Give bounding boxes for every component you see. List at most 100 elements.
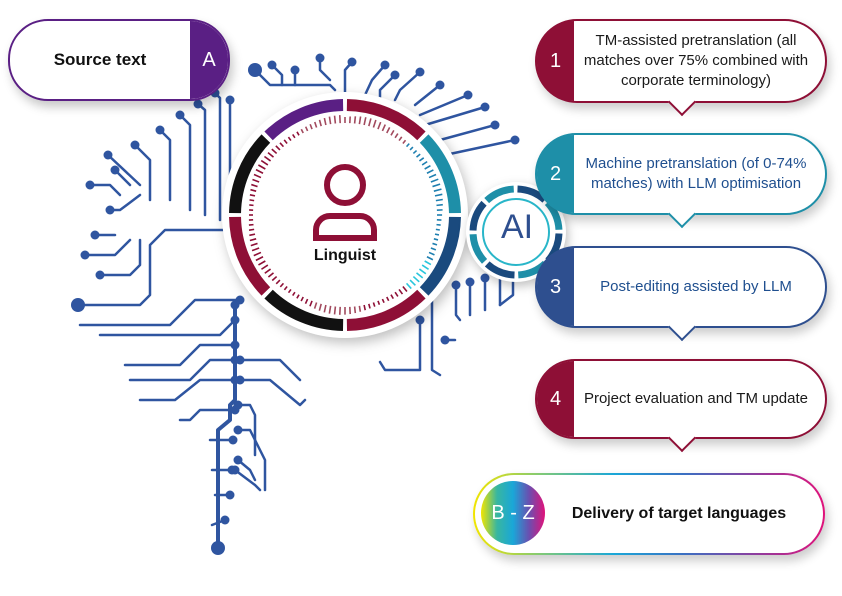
circuit-node: [415, 315, 425, 325]
circuit-node: [110, 165, 120, 175]
circuit-node: [233, 455, 243, 465]
hub-tick: [358, 116, 362, 125]
circuit-node: [490, 120, 500, 130]
hub-tick: [300, 128, 304, 134]
hub-tick: [313, 302, 318, 309]
circuit-node: [225, 490, 235, 500]
hub-tick: [249, 238, 257, 242]
hub-tick: [435, 198, 443, 202]
hub-tick: [430, 247, 437, 251]
circuit-node: [415, 67, 425, 77]
hub-tick: [426, 169, 434, 174]
ai-ring-segment: [469, 233, 488, 264]
hub-tick: [255, 168, 264, 174]
hub-tick: [309, 300, 313, 307]
circuit-node: [230, 465, 240, 475]
hub-tick: [363, 117, 367, 126]
circuit-node: [225, 95, 235, 105]
hub-tick: [304, 126, 309, 132]
circuit-node: [235, 295, 245, 305]
hub-tick: [252, 178, 260, 183]
ai-inner-ring: [482, 198, 550, 266]
circuit-node: [155, 125, 165, 135]
circuit-node: [175, 110, 185, 120]
hub-tick: [390, 130, 395, 136]
hub-tick: [255, 256, 264, 262]
hub-tick: [249, 194, 256, 197]
hub-ring-segment: [229, 134, 271, 214]
hub-tick: [430, 178, 439, 183]
hub-tick: [409, 146, 414, 151]
step-1-box: 1 TM-assisted pretranslation (all matche…: [535, 19, 827, 117]
hub-tick: [250, 188, 257, 192]
circuit-node: [435, 80, 445, 90]
circuit-trace: [454, 283, 462, 322]
hub-tick: [381, 124, 386, 132]
circuit-node: [465, 277, 475, 287]
circuit-node: [480, 273, 490, 283]
hub-tick: [424, 260, 432, 266]
circuit-trace: [430, 293, 442, 377]
hub-tick: [328, 305, 332, 314]
hub-tick: [353, 116, 357, 124]
source-text-box: Source text A: [8, 19, 230, 101]
circuit-trace: [98, 238, 142, 277]
ai-ring-segment: [484, 185, 515, 204]
hub-tick: [314, 121, 318, 128]
hub-tick: [394, 133, 399, 139]
circuit-trace: [178, 113, 192, 212]
hub-tick: [435, 228, 440, 231]
hub-outer-ring: [229, 99, 461, 331]
circuit-node: [235, 375, 245, 385]
hub-tick: [258, 260, 266, 266]
hub-tick: [283, 139, 288, 145]
hub-tick: [428, 173, 437, 179]
hub-tick: [381, 298, 385, 304]
circuit-trace: [76, 228, 232, 307]
circuit-node: [510, 135, 520, 145]
circuit-trace: [78, 298, 242, 327]
circuit-trace: [158, 128, 172, 202]
hub-tick: [418, 268, 427, 275]
circuit-node: [103, 150, 113, 160]
circuit-node: [390, 70, 400, 80]
hub-tick: [250, 242, 258, 247]
circuit-node: [233, 425, 243, 435]
ai-label: AI: [500, 208, 534, 246]
hub-tick: [249, 199, 255, 202]
hub-tick: [267, 152, 275, 158]
hub-tick: [412, 149, 418, 155]
hub-tick: [267, 272, 275, 278]
hub-tick: [304, 298, 309, 305]
hub-tick: [398, 136, 403, 142]
hub-tick: [428, 251, 435, 256]
circuit-node: [380, 60, 390, 70]
circuit-node: [230, 340, 240, 350]
hub-tick: [279, 142, 285, 148]
hub-tick: [402, 285, 408, 292]
circuit-node: [71, 298, 85, 312]
hub-tick: [251, 183, 258, 188]
circuit-node: [90, 230, 100, 240]
circuit-node: [105, 205, 115, 215]
hub-ring-segment: [419, 216, 461, 296]
hub-tick: [253, 251, 262, 257]
circuit-trace: [238, 378, 307, 407]
hub-tick: [328, 116, 332, 125]
hub-tick: [333, 115, 337, 124]
hub-tick: [300, 296, 304, 302]
circuit-trace: [253, 68, 337, 92]
hub-tick: [263, 155, 272, 162]
circuit-node: [211, 541, 225, 555]
hub-tick: [353, 306, 357, 314]
hub-tick: [386, 296, 390, 302]
circuit-trace: [236, 403, 257, 457]
step-3-text: Post-editing assisted by LLM: [600, 278, 792, 295]
ai-ring-segment: [469, 200, 487, 231]
hub-tick: [253, 173, 262, 179]
hub-tick: [409, 279, 416, 286]
hub-ring-segment: [346, 289, 426, 331]
hub-tick: [323, 304, 327, 313]
hub-tick: [405, 143, 410, 148]
circuit-node: [290, 65, 300, 75]
